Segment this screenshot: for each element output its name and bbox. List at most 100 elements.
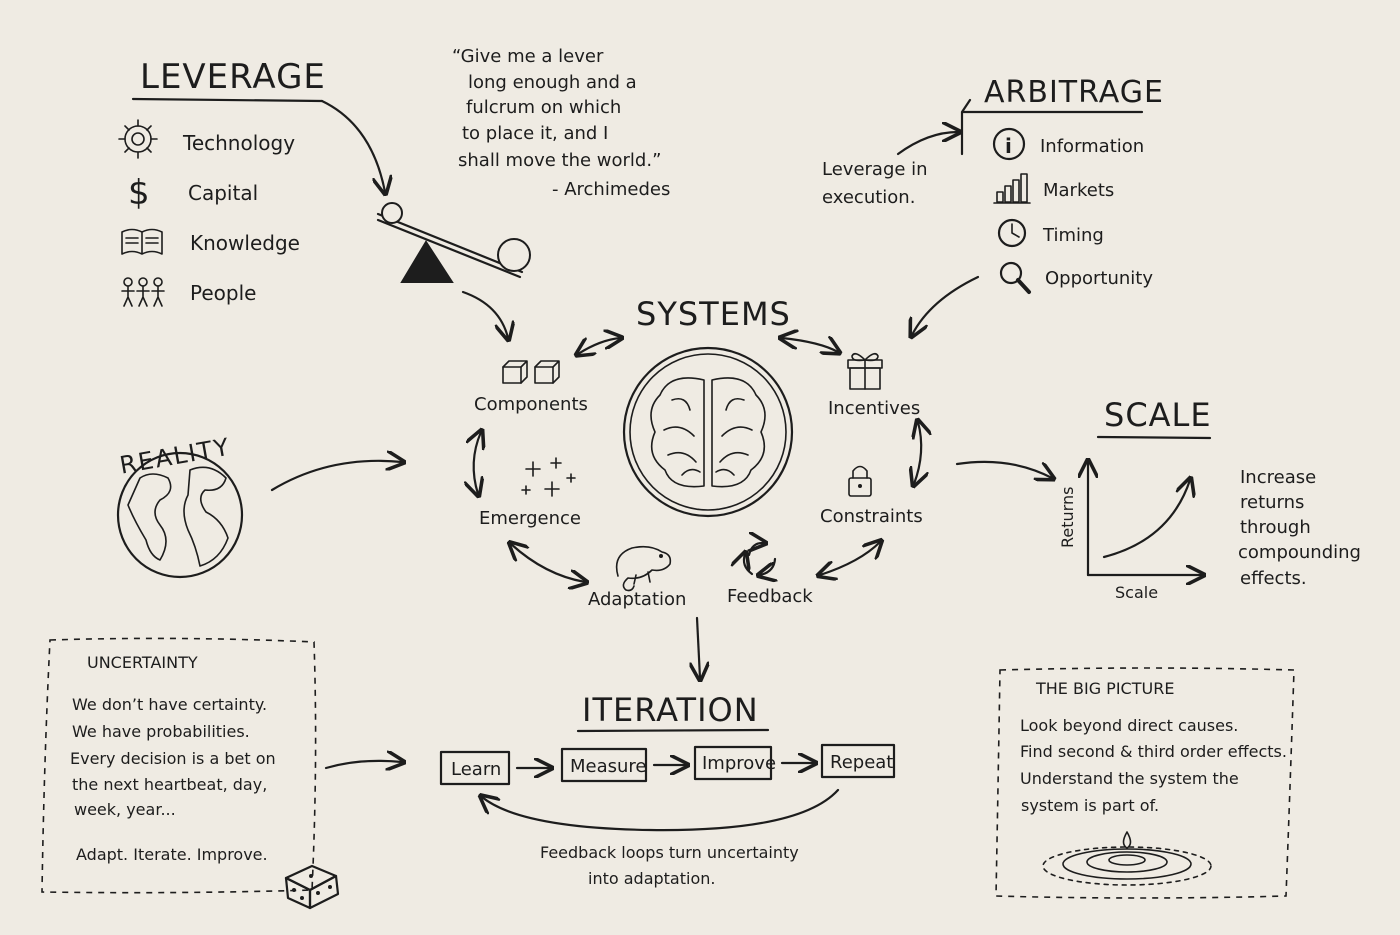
info-icon: i — [992, 127, 1026, 161]
leverage-item-people: People — [190, 281, 256, 305]
uncertainty-line-2: We have probabilities. — [72, 722, 250, 741]
scale-note-line-1: Increase — [1240, 467, 1316, 488]
leverage-underline — [131, 97, 324, 103]
step-box-repeat — [820, 743, 896, 779]
step-repeat: Repeat — [830, 752, 893, 773]
bar-chart-icon — [993, 173, 1031, 204]
svg-text:i: i — [1005, 134, 1012, 158]
returns-chart: Scale Returns — [1058, 462, 1202, 602]
big-picture-dashed-border — [995, 667, 1295, 899]
arbitrage-note-line-2: execution. — [822, 187, 915, 208]
reality-section: REALITY — [116, 433, 402, 579]
globe-icon — [116, 451, 244, 579]
reality-to-systems-arrow — [270, 461, 402, 492]
big-picture-box: THE BIG PICTURE Look beyond direct cause… — [995, 667, 1295, 899]
step-box-measure — [560, 747, 648, 783]
brain-icon — [622, 346, 794, 518]
big-picture-line-2: Find second & third order effects. — [1020, 742, 1287, 761]
note-to-arbitrage-arrow — [896, 132, 958, 156]
node-components: Components — [474, 394, 588, 415]
iteration-caption-line-1: Feedback loops turn uncertainty — [540, 843, 799, 862]
lever-to-systems-arrow — [461, 290, 508, 338]
node-emergence: Emergence — [479, 508, 581, 529]
scale-title: SCALE — [1104, 396, 1212, 434]
arbitrage-item-information: Information — [1040, 136, 1144, 157]
systems-to-iteration-arrow — [697, 616, 700, 678]
sparkles-icon — [521, 457, 576, 497]
iteration-section: ITERATION Learn Measure Improve Repeat F… — [439, 616, 896, 888]
big-picture-title: THE BIG PICTURE — [1035, 679, 1174, 698]
step-box-improve — [693, 745, 773, 781]
people-icon — [121, 277, 165, 307]
step-learn: Learn — [451, 759, 501, 780]
scale-section: SCALE Scale Returns Increase returns thr… — [955, 396, 1361, 602]
arbitrage-item-timing: Timing — [1042, 225, 1104, 246]
gift-icon — [847, 352, 883, 390]
scale-underline — [1096, 435, 1212, 440]
uncertainty-title: UNCERTAINTY — [87, 653, 198, 672]
quote-line-2: long enough and a — [468, 72, 637, 93]
chameleon-icon — [615, 545, 672, 592]
scale-note-line-4: compounding — [1238, 542, 1361, 563]
step-improve: Improve — [702, 753, 776, 774]
uncertainty-line-4: the next heartbeat, day, — [72, 775, 267, 794]
uncertainty-line-5: week, year... — [74, 800, 176, 819]
leverage-section: LEVERAGE Technology $ Capital Knowledge — [118, 57, 531, 338]
arbitrage-section: ARBITRAGE Leverage in execution. i Infor… — [822, 75, 1164, 335]
clock-icon — [997, 218, 1027, 248]
returns-curve — [1102, 480, 1190, 559]
dollar-icon: $ — [128, 173, 150, 213]
quote-line-5: shall move the world.” — [458, 150, 661, 171]
arbitrage-title: ARBITRAGE — [984, 75, 1164, 110]
node-constraints: Constraints — [820, 506, 923, 527]
uncertainty-box: UNCERTAINTY We don’t have certainty. We … — [41, 637, 402, 910]
systems-to-scale-arrow — [955, 460, 1052, 478]
uncertainty-to-iteration-arrow — [324, 761, 402, 768]
archimedes-quote: “Give me a lever long enough and a fulcr… — [452, 46, 670, 200]
iteration-underline — [576, 728, 770, 733]
uncertainty-line-3: Every decision is a bet on — [70, 749, 276, 768]
leverage-title: LEVERAGE — [140, 57, 326, 97]
gear-icon — [118, 119, 158, 159]
systems-title: SYSTEMS — [636, 295, 791, 333]
leverage-item-capital: Capital — [188, 181, 258, 205]
leverage-item-technology: Technology — [182, 131, 295, 155]
big-picture-line-3: Understand the system the — [1020, 769, 1239, 788]
arbitrage-note-line-1: Leverage in — [822, 159, 928, 180]
step-box-learn — [439, 750, 511, 786]
scale-xlabel: Scale — [1115, 583, 1158, 602]
scale-note-line-5: effects. — [1240, 568, 1307, 589]
leverage-to-lever-arrow — [320, 99, 385, 192]
cycle-arrows-icon — [744, 543, 775, 575]
node-incentives: Incentives — [828, 398, 920, 419]
uncertainty-line-1: We don’t have certainty. — [72, 695, 267, 714]
scale-note-line-2: returns — [1240, 492, 1304, 513]
big-picture-line-4: system is part of. — [1021, 796, 1159, 815]
arbitrage-item-markets: Markets — [1043, 180, 1114, 201]
iteration-caption-line-2: into adaptation. — [588, 869, 715, 888]
scale-ylabel: Returns — [1058, 487, 1077, 548]
svg-text:$: $ — [128, 173, 150, 213]
components-icon — [502, 360, 560, 384]
quote-line-1: “Give me a lever — [452, 46, 604, 67]
quote-author: - Archimedes — [552, 179, 670, 200]
node-adaptation: Adaptation — [588, 589, 686, 610]
quote-line-4: to place it, and I — [462, 123, 608, 144]
quote-line-3: fulcrum on which — [466, 97, 621, 118]
dice-icon — [284, 864, 340, 910]
step-measure: Measure — [570, 756, 647, 777]
uncertainty-closing: Adapt. Iterate. Improve. — [76, 845, 268, 864]
magnifier-icon — [999, 261, 1031, 294]
arbitrage-item-opportunity: Opportunity — [1045, 268, 1153, 289]
arbitrage-underline — [960, 98, 1144, 156]
lever-fulcrum-icon — [376, 202, 531, 283]
scale-note-line-3: through — [1240, 517, 1311, 538]
feedback-loop-arrow — [482, 788, 840, 832]
book-icon — [121, 228, 163, 255]
leverage-item-knowledge: Knowledge — [190, 231, 300, 255]
systems-section: SYSTEMS Components Emergence Adap — [474, 295, 923, 610]
node-feedback: Feedback — [727, 586, 813, 607]
arbitrage-to-systems-arrow — [912, 275, 980, 335]
padlock-icon — [848, 465, 872, 497]
